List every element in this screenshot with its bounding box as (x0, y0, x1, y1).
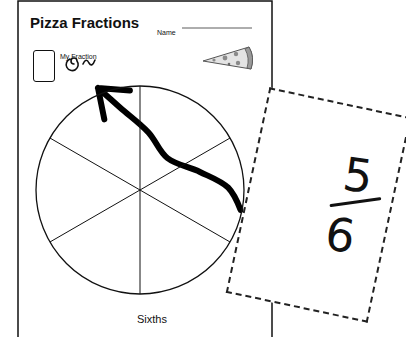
numerator: 5 (340, 151, 375, 201)
sixths-circle (35, 85, 245, 295)
text-holder: 5 (340, 151, 375, 201)
text-holder: Sixths (35, 309, 245, 327)
circle-outline (36, 86, 244, 294)
pizza-circle: Sixths (35, 85, 245, 330)
slice-line (50, 138, 230, 242)
circle-caption: Sixths (137, 313, 167, 325)
hand-drawn-arrow (98, 88, 241, 210)
field-label: Name (157, 29, 176, 36)
worksheet-title: Pizza Fractions (30, 14, 139, 31)
fraction-box: My Fraction (30, 44, 102, 84)
text-holder: My Fraction (60, 45, 97, 63)
name-line (182, 28, 252, 29)
box-heading: My Fraction (60, 53, 97, 60)
text-holder: 6 (323, 210, 358, 260)
title-holder: Pizza Fractions (30, 14, 139, 32)
answer-box (33, 50, 55, 82)
pizza-slice-icon (203, 47, 253, 69)
denominator: 6 (323, 210, 358, 260)
slice-line (50, 138, 230, 242)
label-holder: Name (157, 21, 176, 39)
fraction-card: 56 (226, 87, 406, 323)
